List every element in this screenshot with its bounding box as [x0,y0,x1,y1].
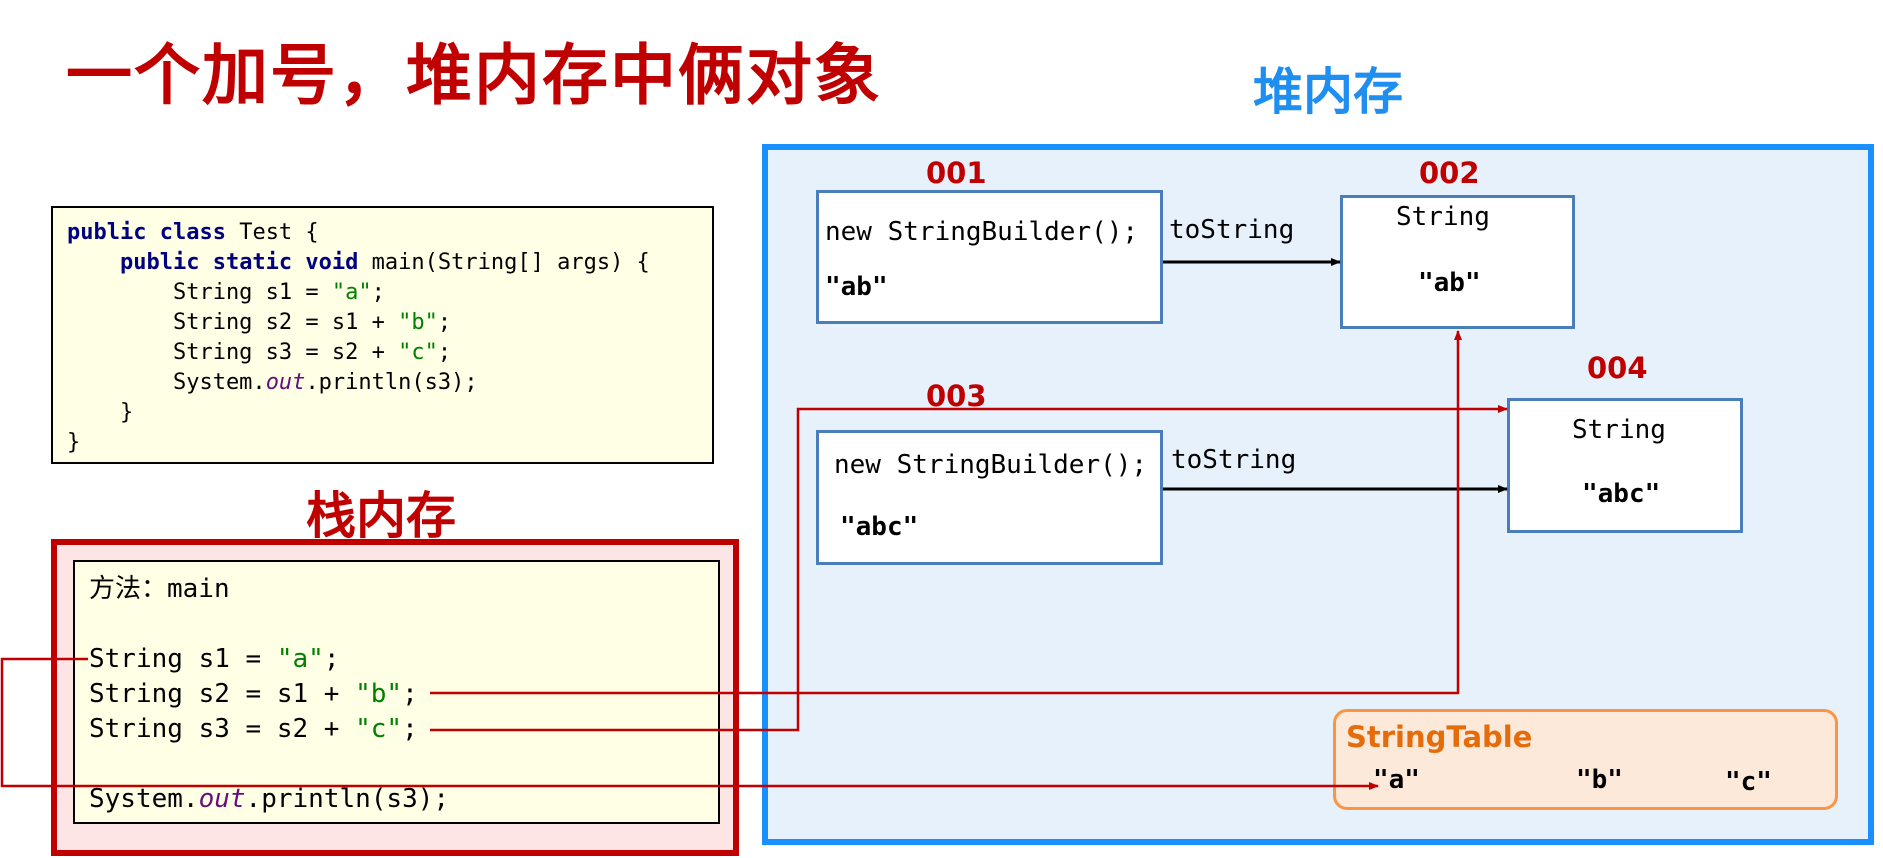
s3-reference-arrow [430,405,1508,732]
string-table-entry-c: "c" [1725,767,1772,797]
stringbuilder-object-003 [816,430,1163,565]
string-table-entry-b: "b" [1576,765,1623,795]
main-method-frame: 方法：main String s1 = "a"; String s2 = s1 … [73,560,720,824]
string-table-box [1333,709,1838,810]
string-table-title: StringTable [1346,720,1533,754]
code-line-2: public static void main(String[] args) { [119,250,650,275]
stringbuilder-object-001 [816,190,1163,324]
code-line-4: String s2 = s1 + "b"; [67,310,452,335]
code-line-7: } [67,400,134,425]
address-002: 002 [1419,156,1480,190]
string-002-value: "ab" [1418,268,1481,298]
heap-memory-label: 堆内存 [1253,63,1403,121]
frame-line-s1: String s1 = "a"; [89,644,340,674]
address-003: 003 [926,379,987,413]
s1-reference-arrow [0,657,1379,790]
code-line-8: } [67,430,81,455]
code-line-5: String s3 = s2 + "c"; [67,340,452,365]
string-004-type: String [1572,415,1666,445]
stringbuilder-001-value: "ab" [825,272,888,302]
string-004-value: "abc" [1582,479,1661,509]
stringbuilder-003-value: "abc" [840,512,919,542]
frame-line-println: System.out.println(s3); [89,784,450,814]
string-table-entry-a: "a" [1373,765,1420,795]
tostring-label-2: toString [1171,445,1297,475]
frame-line-s2: String s2 = s1 + "b"; [89,679,418,709]
frame-line-s3: String s3 = s2 + "c"; [89,714,418,744]
page-title: 一个加号，堆内存中俩对象 [66,37,882,114]
source-code: public class Test { public static void m… [67,218,650,458]
frame-header: 方法：main [89,574,230,604]
stringbuilder-003-code: new StringBuilder(); [834,450,1148,480]
address-001: 001 [926,156,987,190]
frame-code: 方法：main String s1 = "a"; String s2 = s1 … [89,572,449,817]
address-004: 004 [1587,351,1648,385]
source-code-box: public class Test { public static void m… [51,206,714,464]
code-line-1: public class Test { [67,220,319,245]
stringbuilder-001-code: new StringBuilder(); [825,217,1139,247]
code-line-6: System.out.println(s3); [67,370,478,395]
code-line-3: String s1 = "a"; [67,280,385,305]
s2-reference-arrow [430,330,1462,695]
tostring-label-1: toString [1169,215,1295,245]
string-object-002 [1340,195,1575,329]
string-002-type: String [1396,202,1490,232]
stack-memory-label: 栈内存 [306,487,456,545]
string-object-004 [1507,398,1743,533]
